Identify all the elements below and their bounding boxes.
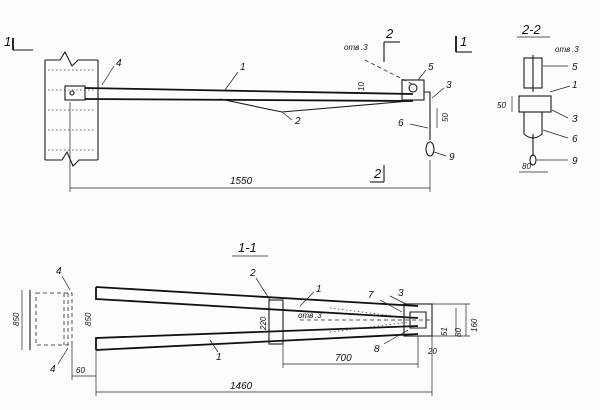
dim-51: 51 [440, 327, 449, 336]
section-2-2-body [518, 95, 552, 113]
callout-6: 6 [398, 118, 404, 129]
plan-callout-1-top: 1 [316, 284, 322, 295]
plan-callout-8: 8 [374, 344, 380, 355]
wall-outline [44, 60, 99, 160]
plan-callout-7: 7 [368, 290, 374, 301]
wall-break-top [45, 50, 98, 67]
anchor-hole [69, 90, 75, 96]
section-1-1-hole-label: отв [298, 311, 313, 320]
section-mark-bottom-label: 2 [373, 166, 382, 181]
section-2-2-callout-1: 1 [572, 80, 578, 91]
plan-callout-2: 2 [249, 268, 256, 279]
dim-850-outer: 850 [12, 312, 21, 326]
dim-1460: 1460 [230, 381, 253, 392]
arm-bottom-edge [84, 98, 414, 102]
elevation-view: 1 отв .3 2 2 1 [4, 26, 472, 192]
dim-160: 160 [470, 318, 479, 332]
dim-850-inner: 850 [84, 312, 93, 326]
hanger-rod [424, 91, 431, 140]
dim-50-elev: 50 [441, 113, 450, 122]
plan-callout-3: 3 [398, 288, 404, 299]
hole-label: отв [344, 43, 359, 52]
section-2-2-callout-6: 6 [572, 134, 578, 145]
svg-text:.3: .3 [572, 45, 579, 54]
section-2-2-callout-5: 5 [572, 62, 578, 73]
wall-section [35, 292, 73, 346]
callout-5: 5 [428, 62, 434, 73]
head-block [401, 79, 425, 101]
head-eye [408, 83, 418, 93]
section-2-2-dim-80: 80 [522, 162, 531, 171]
wall-hatch [48, 69, 95, 151]
dim-220: 220 [259, 316, 268, 331]
svg-text:.3: .3 [361, 43, 368, 52]
section-2-2-ring [529, 154, 537, 166]
callout-4: 4 [116, 58, 122, 69]
dim-10: 10 [357, 82, 366, 91]
plan-callout-1-bottom: 1 [216, 352, 222, 363]
dim-80-plan: 80 [454, 328, 463, 337]
section-mark-top-label: 2 [385, 26, 394, 41]
plan-callout-4-bottom: 4 [50, 364, 56, 375]
callout-2: 2 [294, 116, 301, 127]
section-2-2-callout-3: 3 [572, 114, 578, 125]
section-1-1-title: 1-1 [238, 240, 257, 255]
wall-break-bottom [45, 150, 98, 167]
section-2-2-callout-9: 9 [572, 156, 578, 167]
section-mark-left-label: 1 [4, 34, 11, 49]
section-mark-right-label: 1 [460, 34, 467, 49]
svg-text:.3: .3 [315, 311, 322, 320]
callout-3: 3 [446, 80, 452, 91]
anchor-plate [64, 85, 86, 101]
section-1-1-view: 1-1 850 850 220 отв .3 160 80 51 20 [12, 240, 479, 396]
dim-1550: 1550 [230, 176, 253, 187]
upper-arm [95, 287, 419, 319]
arm-top-edge [84, 87, 414, 95]
section-2-2-hole-label: отв [555, 45, 570, 54]
section-2-2-dim-50: 50 [497, 101, 506, 110]
callout-9: 9 [449, 152, 455, 163]
plan-callout-4-top: 4 [56, 266, 62, 277]
dim-700: 700 [335, 353, 352, 364]
callout-1: 1 [240, 62, 246, 73]
hanger-ring [425, 141, 435, 157]
dim-60: 60 [76, 366, 85, 375]
lower-arm [95, 325, 419, 350]
cross-plate [268, 299, 284, 345]
section-2-2-title: 2-2 [521, 22, 542, 37]
section-2-2-view: 2-2 отв .3 50 80 5 1 3 6 9 [497, 22, 579, 173]
